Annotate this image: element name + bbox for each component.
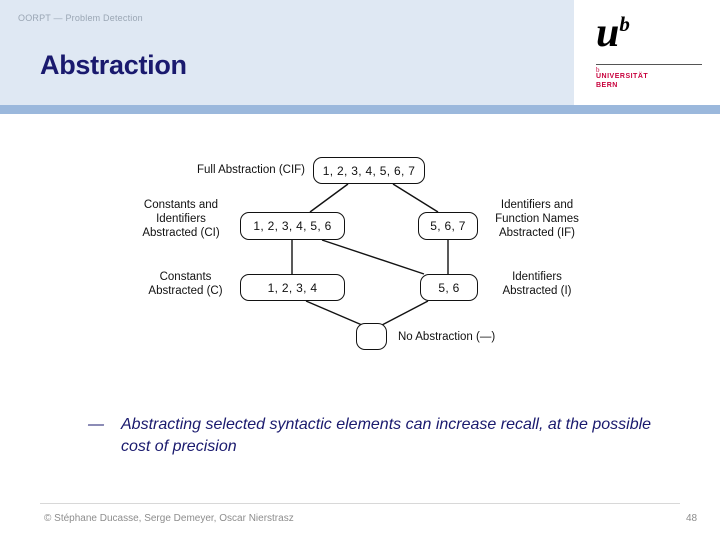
lattice-label-ci: Constants and Identifiers Abstracted (CI… [142, 199, 220, 239]
edge-cif-ci [309, 183, 349, 213]
lattice-label-no-abstraction: No Abstraction (—) [398, 331, 496, 343]
logo-letter-u: ub [596, 12, 630, 54]
lattice-node-i[interactable]: 5, 6 [420, 274, 478, 301]
page-title: Abstraction [40, 50, 187, 80]
lattice-label-c: Constants Abstracted (C) [148, 271, 223, 297]
lattice-label-i: Identifiers Abstracted (I) [502, 271, 572, 297]
lattice-node-no-abstraction[interactable] [356, 323, 387, 350]
lattice-edges [291, 183, 449, 326]
header-stripe [0, 105, 720, 114]
lattice-node-if[interactable]: 5, 6, 7 [418, 212, 478, 240]
logo-letter-glyph: u [596, 10, 620, 56]
footer-page-number: 48 [686, 513, 698, 524]
edge-c-none [305, 300, 363, 326]
edge-cif-if [392, 183, 439, 213]
lattice-node-c[interactable]: 1, 2, 3, 4 [240, 274, 345, 301]
footer-divider [40, 503, 680, 504]
logo-tick-mark: b [596, 66, 600, 74]
lattice-label-cif: Full Abstraction (CIF) [197, 164, 305, 176]
lattice-label-if: Identifiers and Function Names Abstracte… [495, 199, 579, 239]
slide-eyebrow: OORPT — Problem Detection [18, 13, 143, 23]
university-logo: ub b UNIVERSITÄT BERN [574, 0, 720, 105]
abstraction-lattice-diagram: 1, 2, 3, 4, 5, 6, 7 1, 2, 3, 4, 5, 6 5, … [0, 114, 720, 404]
bullet-dash-icon: — [88, 416, 104, 433]
edge-i-none [381, 300, 429, 326]
bullet-text: Abstracting selected syntactic elements … [121, 416, 652, 455]
lattice-node-cif[interactable]: 1, 2, 3, 4, 5, 6, 7 [313, 157, 425, 184]
lattice-node-ci[interactable]: 1, 2, 3, 4, 5, 6 [240, 212, 345, 240]
logo-divider [596, 64, 702, 65]
logo-superscript-b: b [619, 12, 630, 36]
footer-credit: © Stéphane Ducasse, Serge Demeyer, Oscar… [44, 513, 294, 524]
logo-university-name: UNIVERSITÄT BERN [596, 73, 649, 89]
edge-ci-i [321, 239, 425, 275]
slide-header: OORPT — Problem Detection Abstraction ub… [0, 0, 720, 105]
